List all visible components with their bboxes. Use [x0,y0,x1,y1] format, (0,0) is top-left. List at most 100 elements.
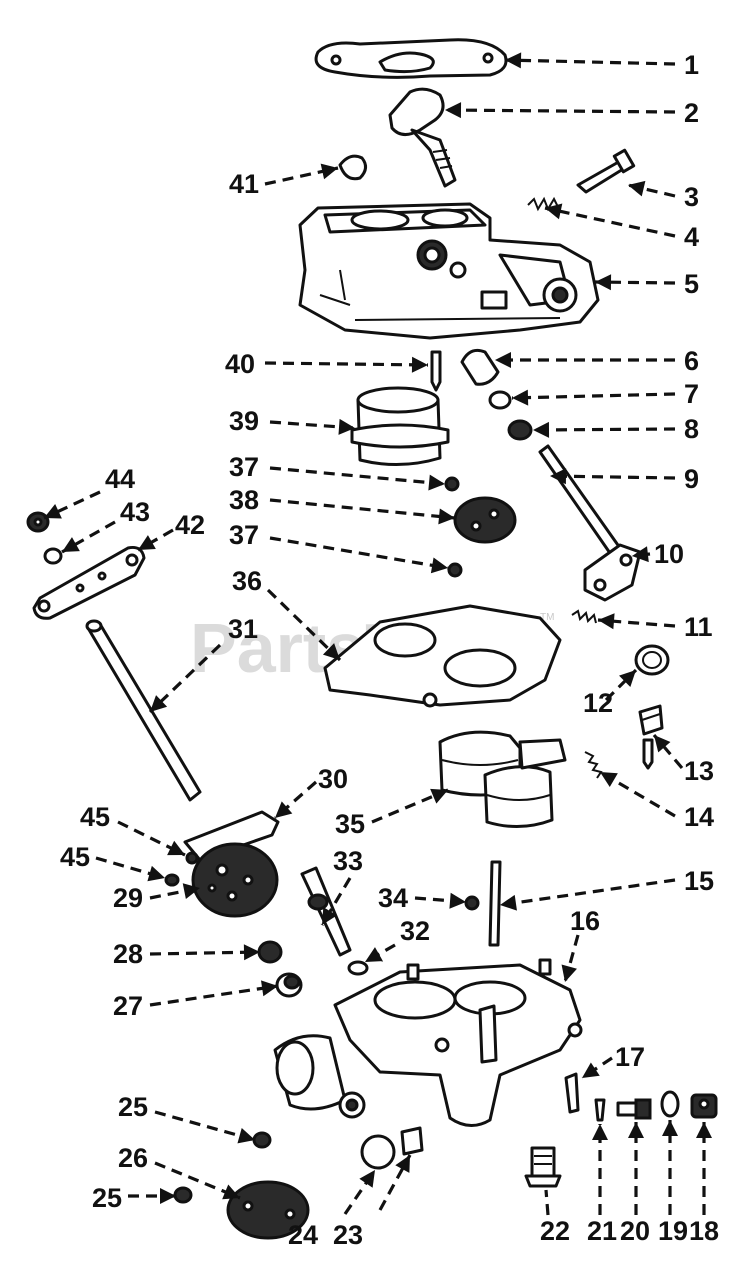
part-24-ball [360,1134,396,1170]
callout-arrowhead-19 [662,1120,678,1136]
callout-3: 3 [627,180,699,212]
callout-label-37a: 37 [229,452,259,482]
callout-label-1: 1 [684,50,699,80]
callout-arrowhead-5 [595,274,612,291]
callout-arrowhead-10 [632,546,649,563]
callout-leader-28 [149,950,261,956]
callout-arrowhead-3 [628,180,646,197]
callout-38: 38 [229,485,456,525]
callout-label-43: 43 [120,497,150,527]
callout-label-34: 34 [378,883,408,913]
callout-label-18: 18 [689,1216,719,1246]
part-11-spring [571,609,597,624]
callout-9: 9 [549,464,699,494]
callout-label-42: 42 [175,510,205,540]
callout-leader-7 [511,392,676,400]
callout-36: 36 [232,566,342,662]
callout-14: 14 [599,770,714,832]
callout-label-41: 41 [229,169,259,199]
callout-42: 42 [137,510,205,552]
callout-arrowhead-4 [545,203,563,220]
callout-label-30: 30 [318,764,348,794]
part-37a-screw [444,476,460,492]
callout-leader-31 [148,643,222,714]
callout-label-12: 12 [583,688,613,718]
part-23-plug [400,1126,424,1156]
callout-arrowhead-24 [359,1170,375,1188]
callout-label-26: 26 [118,1143,148,1173]
callout-4: 4 [544,203,699,252]
part-15-rod [488,860,502,947]
callout-leader-12 [604,668,638,702]
callout-label-9: 9 [684,464,699,494]
callout-arrowhead-34 [449,892,466,909]
callout-arrowhead-21 [592,1124,608,1140]
callout-leader-40 [264,361,429,367]
callout-leader-15 [499,878,676,907]
callout-leader-39 [269,420,356,430]
callout-arrowhead-37a [428,474,445,491]
callout-label-21: 21 [587,1216,617,1246]
part-31-choke-shaft [85,619,202,802]
callout-arrowhead-41 [320,163,338,180]
callout-17: 17 [581,1042,645,1080]
part-44-nut [26,511,50,533]
callout-26: 26 [118,1143,241,1200]
part-6-bushing [460,348,500,386]
callout-19: 19 [658,1120,688,1246]
callout-45a: 45 [80,802,186,857]
callout-arrowhead-28 [243,944,260,961]
callout-arrowhead-18 [696,1122,712,1138]
callout-arrowhead-31 [150,695,168,712]
part-10-throttle-lever [583,543,642,602]
callout-arrowhead-2 [445,102,462,119]
callout-arrowhead-29 [182,883,200,899]
callout-16: 16 [561,906,600,983]
callout-arrowhead-42 [138,535,156,550]
part-3-screw [576,148,636,194]
callout-arrowhead-30 [275,801,293,818]
callout-label-39: 39 [229,406,259,436]
callout-label-10: 10 [654,539,684,569]
callout-25b: 25 [92,1183,176,1213]
callout-32: 32 [364,916,430,964]
callout-label-38: 38 [229,485,259,515]
callout-arrowhead-1 [505,52,522,69]
part-20-jet [616,1098,652,1120]
part-28-plug [257,940,283,964]
callout-25a: 25 [118,1092,256,1144]
part-9-throttle-shaft [538,444,622,558]
callout-label-27: 27 [113,991,143,1021]
callout-label-24: 24 [288,1220,318,1250]
callout-arrowhead-20 [628,1122,644,1138]
callout-label-20: 20 [620,1216,650,1246]
callout-arrowhead-17 [582,1062,600,1078]
part-37b-screw [447,562,463,578]
callout-arrowhead-27 [260,980,278,997]
callout-arrowhead-45b [147,865,165,882]
callout-label-25b: 25 [92,1183,122,1213]
callout-21: 21 [587,1124,617,1246]
callout-arrowhead-13 [654,735,671,753]
part-41-plug [338,154,367,181]
callout-12: 12 [583,668,638,718]
callout-7: 7 [511,379,699,409]
callout-23: 23 [333,1154,412,1250]
part-4-spring [527,196,559,212]
part-35-float [438,730,567,829]
callout-35: 35 [335,788,449,839]
callout-label-32: 32 [400,916,430,946]
part-13-needle-valve [638,704,664,770]
callout-label-45b: 45 [60,842,90,872]
callout-arrowhead-25a [237,1127,255,1144]
callout-8: 8 [532,414,699,444]
callout-28: 28 [113,939,261,969]
callout-label-15: 15 [684,866,714,896]
callout-10: 10 [631,539,684,569]
part-34-screw [464,895,480,911]
callout-label-37b: 37 [229,520,259,550]
callout-arrowhead-9 [550,468,567,485]
part-26-cover [226,1180,310,1240]
callout-label-25a: 25 [118,1092,148,1122]
callout-label-3: 3 [684,182,699,212]
